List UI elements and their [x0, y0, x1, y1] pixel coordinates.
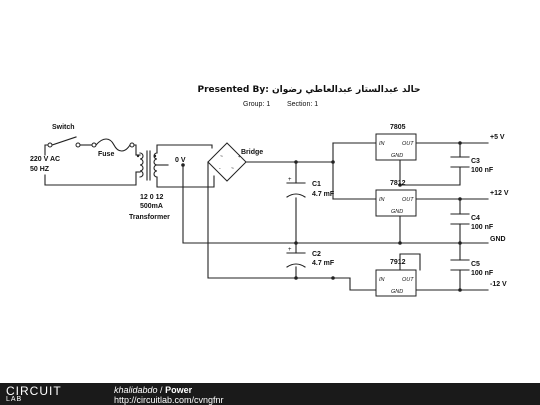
page-title: Presented By: حالد عبدالستار عبدالعاطي ر… — [198, 85, 421, 95]
reg1-gnd-pin: GND — [391, 153, 403, 159]
output-neg12v-label: -12 V — [490, 281, 507, 288]
output-5v-label: +5 V — [490, 134, 505, 141]
author-link[interactable]: khalidabdo — [114, 385, 158, 395]
project-name: Power — [165, 385, 193, 395]
capacitor-c1: + — [286, 177, 306, 198]
transformer-label: Transformer — [129, 214, 170, 221]
reg3-label: 7912 — [390, 259, 406, 266]
reg3-gnd-pin: GND — [391, 289, 403, 295]
reg1-in-pin: IN — [379, 141, 385, 147]
c2-value-label: 4.7 mF — [312, 260, 335, 267]
capacitor-c5 — [450, 259, 470, 271]
ac-frequency-label: 50 HZ — [30, 166, 50, 173]
reg1-label: 7805 — [390, 124, 406, 131]
regulator-7805: IN OUT GND — [375, 133, 417, 161]
transformer-symbol — [135, 144, 201, 188]
c3-value-label: 100 nF — [471, 167, 494, 174]
fuse-label: Fuse — [98, 151, 114, 158]
circuitlab-logo: CIRCUIT — [6, 384, 62, 398]
reg1-out-pin: OUT — [402, 141, 414, 147]
fuse-symbol — [91, 138, 137, 156]
capacitor-c2: + — [286, 247, 306, 268]
c2-name-label: C2 — [312, 251, 321, 258]
capacitor-c3 — [450, 156, 470, 168]
regulator-7912: IN OUT GND — [375, 269, 417, 297]
bridge-label: Bridge — [241, 149, 263, 156]
reg2-out-pin: OUT — [402, 197, 414, 203]
reg3-in-pin: IN — [379, 277, 385, 283]
group-label: Group: 1 — [243, 101, 270, 108]
svg-text:~: ~ — [231, 166, 234, 172]
capacitor-c4 — [450, 213, 470, 225]
reg2-in-pin: IN — [379, 197, 385, 203]
bridge-rectifier: ~ ~ - + — [179, 142, 334, 279]
regulator-7812: IN OUT GND — [375, 189, 417, 217]
transformer-taps-label: 12 0 12 — [140, 194, 163, 201]
footer-bar: CIRCUIT LAB khalidabdo / Power http://ci… — [0, 383, 540, 405]
c1-name-label: C1 — [312, 181, 321, 188]
c4-value-label: 100 nF — [471, 224, 494, 231]
svg-text:+: + — [288, 247, 292, 253]
c5-value-label: 100 nF — [471, 270, 494, 277]
svg-text:~: ~ — [220, 154, 223, 160]
circuitlab-logo-sub: LAB — [6, 396, 23, 403]
footer-author-line: khalidabdo / Power — [114, 385, 192, 395]
junction-dots — [181, 141, 462, 292]
c3-name-label: C3 — [471, 158, 480, 165]
footer-separator: / — [157, 385, 166, 395]
zero-volt-label: 0 V — [175, 157, 186, 164]
c4-name-label: C4 — [471, 215, 480, 222]
schematic-diagram: Presented By: حالد عبدالستار عبدالعاطي ر… — [30, 85, 509, 297]
switch-label: Switch — [52, 124, 75, 131]
svg-text:-: - — [219, 166, 221, 172]
transformer-current-label: 500mA — [140, 203, 163, 210]
ac-input — [44, 136, 137, 186]
svg-text:+: + — [288, 177, 292, 183]
reg2-label: 7812 — [390, 180, 406, 187]
footer-url-link[interactable]: http://circuitlab.com/cvngfnr — [114, 395, 224, 405]
output-gnd-label: GND — [490, 236, 506, 243]
c5-name-label: C5 — [471, 261, 480, 268]
section-label: Section: 1 — [287, 101, 318, 108]
output-12v-label: +12 V — [490, 190, 509, 197]
reg2-gnd-pin: GND — [391, 209, 403, 215]
rails — [182, 142, 489, 291]
reg3-out-pin: OUT — [402, 277, 414, 283]
svg-text:+: + — [238, 154, 241, 160]
c1-value-label: 4.7 mF — [312, 191, 335, 198]
ac-voltage-label: 220 V AC — [30, 156, 60, 163]
